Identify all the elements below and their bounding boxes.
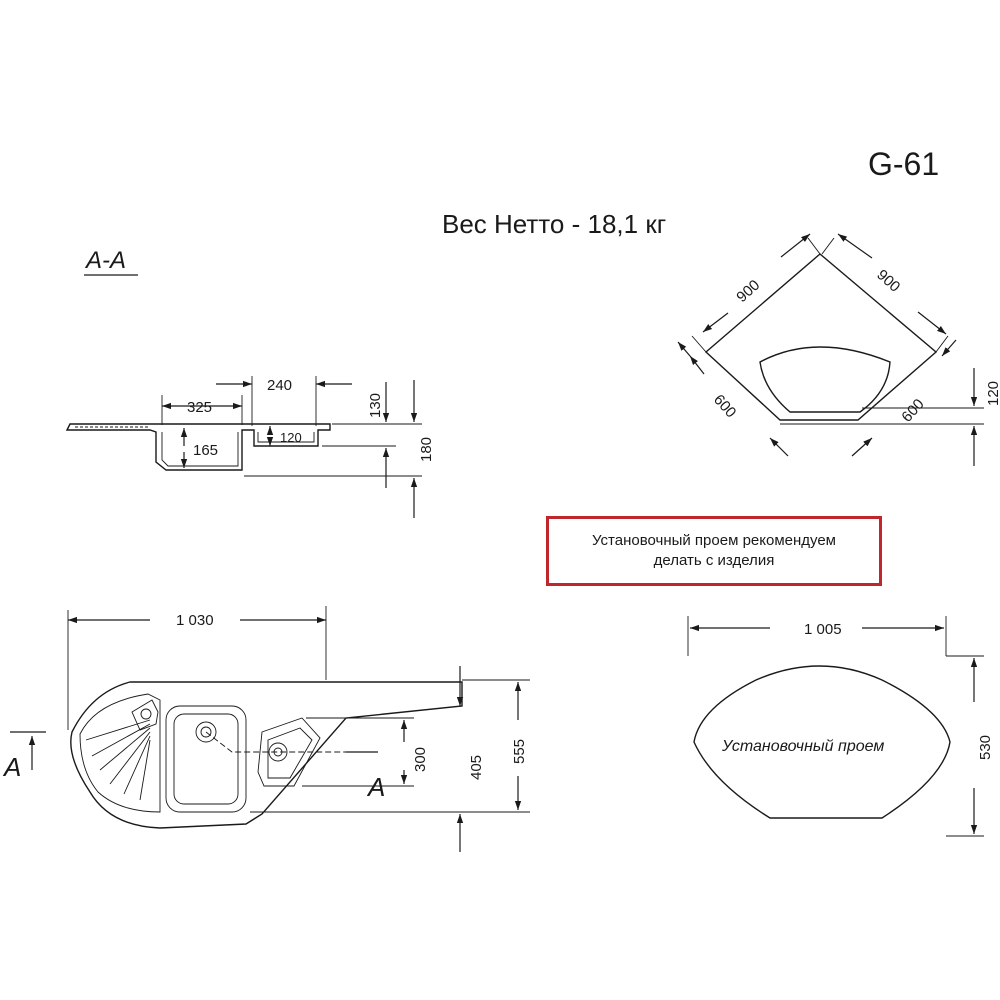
note-line-1: Установочный проем рекомендуем [592, 532, 836, 549]
net-weight: Вес Нетто - 18,1 кг [442, 209, 666, 239]
dim-1030: 1 030 [176, 612, 214, 629]
section-mark-left: A [2, 752, 21, 782]
dim-405: 405 [468, 755, 485, 780]
dim-555: 555 [511, 739, 528, 764]
small-bowl [131, 699, 159, 731]
cutout-view: Установочный проем 1 005 530 [687, 616, 994, 837]
dim-1005: 1 005 [804, 621, 842, 638]
section-mark-right: A [366, 772, 385, 802]
main-bowl [165, 705, 247, 813]
dim-900-left: 900 [733, 277, 763, 306]
section-profile [65, 423, 331, 471]
dim-325: 325 [187, 399, 212, 416]
dim-300: 300 [412, 747, 429, 772]
section-label: A-A [84, 247, 126, 274]
installation-note: Установочный проем рекомендуем делать с … [546, 516, 882, 586]
cutout-outline [693, 665, 951, 819]
dim-165: 165 [193, 442, 218, 459]
top-view: A A 1 030 300 405 555 [2, 606, 530, 852]
corner-view: 900 900 600 600 120 [677, 233, 1000, 466]
drainer-ribs [85, 719, 151, 801]
section-view: A-A 325 240 165 120 [65, 247, 435, 518]
dim-180: 180 [418, 437, 435, 462]
dim-130: 130 [367, 393, 384, 418]
secondary-bowl [257, 717, 321, 787]
dim-120-small: 120 [280, 430, 302, 445]
dim-120-depth: 120 [985, 381, 1000, 406]
dim-240: 240 [267, 377, 292, 394]
drainer [79, 693, 161, 813]
sink-outline [70, 681, 463, 829]
dim-600-right: 600 [898, 396, 927, 426]
main-drain [195, 721, 217, 743]
cutout-label: Установочный проем [721, 738, 884, 755]
dim-530: 530 [977, 735, 994, 760]
corner-bowl [759, 346, 891, 413]
note-line-2: делать с изделия [653, 552, 775, 569]
model-title: G-61 [868, 146, 939, 182]
dim-600-left: 600 [710, 391, 739, 421]
dim-900-right: 900 [873, 266, 903, 295]
